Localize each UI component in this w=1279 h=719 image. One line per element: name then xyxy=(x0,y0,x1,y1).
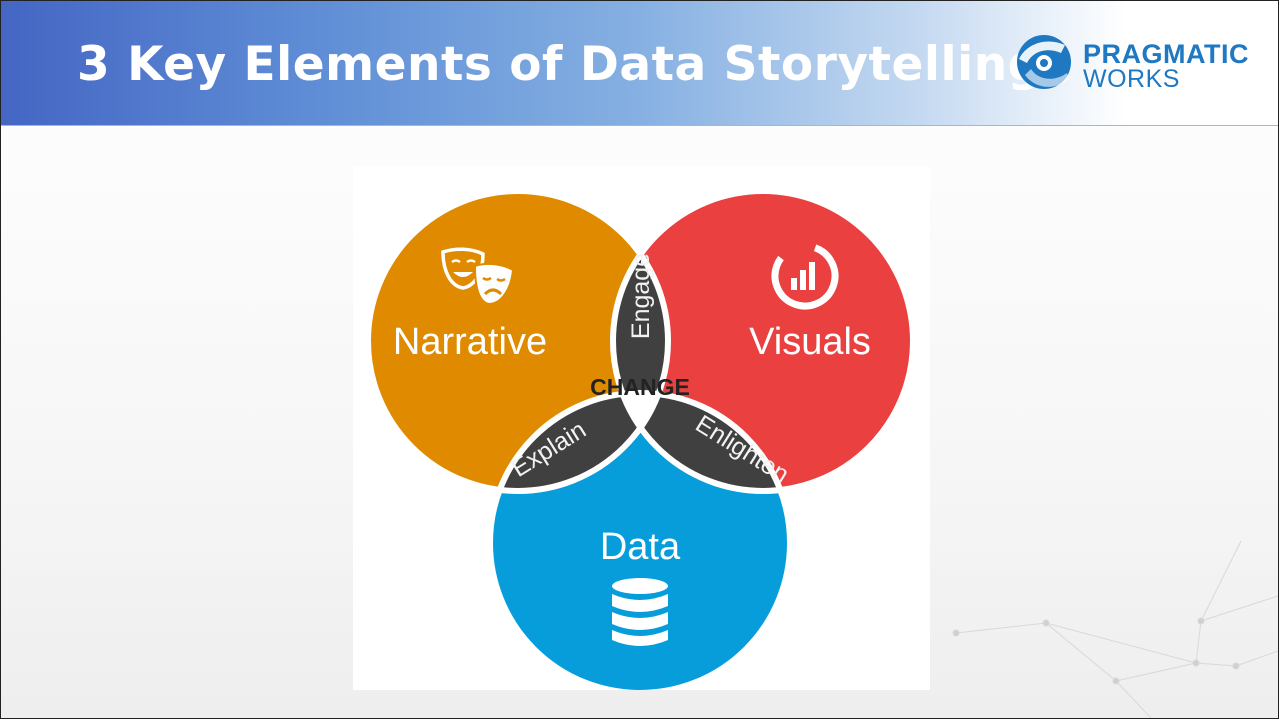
slide-title: 3 Key Elements of Data Storytelling xyxy=(77,37,1042,92)
visuals-label: Visuals xyxy=(749,321,871,363)
logo-mark-icon xyxy=(1017,35,1071,89)
chart-circle-icon xyxy=(771,242,839,310)
engage-label: Engage xyxy=(627,253,655,339)
database-icon xyxy=(612,578,668,646)
background-network-decoration xyxy=(952,540,1278,718)
pragmatic-works-logo: PRAGMATIC WORKS xyxy=(1013,27,1273,99)
explain-overlap xyxy=(490,393,668,491)
logo-text-pragmatic: PRAGMATIC xyxy=(1083,39,1249,69)
logo-text-works: WORKS xyxy=(1083,65,1180,93)
enlighten-overlap xyxy=(613,393,790,491)
change-label: CHANGE xyxy=(590,374,690,400)
venn-diagram: Narrative Visuals Data Engage Explain En… xyxy=(353,166,930,690)
theater-masks-icon xyxy=(441,247,515,306)
narrative-label: Narrative xyxy=(393,321,547,363)
data-label: Data xyxy=(600,526,681,568)
